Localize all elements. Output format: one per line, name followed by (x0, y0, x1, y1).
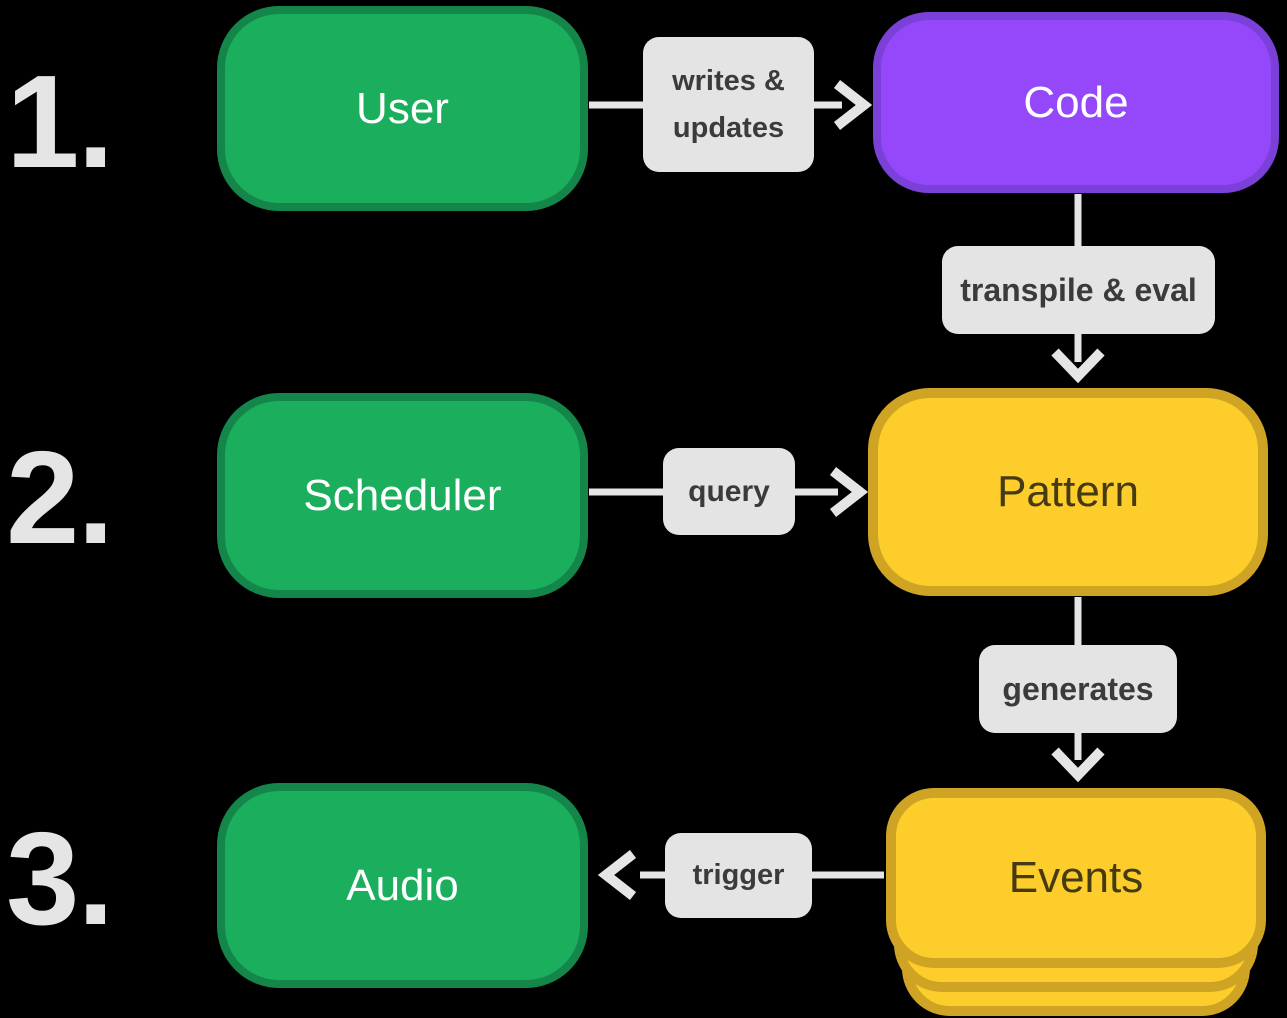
edge-label-query: query (663, 448, 795, 535)
edge-label-generates: generates (979, 645, 1177, 733)
node-events: Events (886, 788, 1266, 968)
node-code: Code (873, 12, 1279, 193)
node-audio-label: Audio (346, 860, 459, 910)
node-audio: Audio (217, 783, 588, 988)
node-user: User (217, 6, 588, 211)
node-user-label: User (356, 83, 449, 133)
node-scheduler: Scheduler (217, 393, 588, 598)
edge-label-transpile-eval: transpile & eval (942, 246, 1215, 334)
edge-label-trigger: trigger (665, 833, 812, 918)
edge-label-writes-updates: writes & updates (643, 37, 814, 172)
node-events-label: Events (1008, 853, 1144, 902)
step-number-1: 1. (6, 47, 114, 195)
node-pattern-label: Pattern (997, 467, 1139, 516)
step-number-3: 3. (6, 804, 114, 952)
edge-label-writes-line1: writes & (672, 65, 785, 98)
node-code-label: Code (1023, 77, 1129, 127)
node-pattern: Pattern (868, 388, 1268, 596)
edge-label-writes-line2: updates (672, 111, 785, 144)
step-number-2: 2. (6, 423, 114, 571)
node-scheduler-label: Scheduler (303, 470, 502, 520)
